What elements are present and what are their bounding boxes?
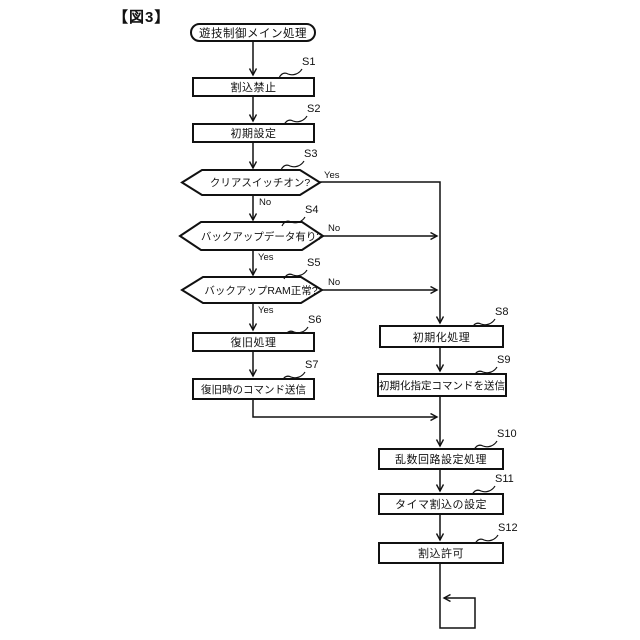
process-box-s2: 初期設定 — [192, 123, 315, 143]
leader-s4 — [281, 216, 306, 227]
connector-s7-merge — [252, 400, 437, 417]
step-tag-s5: S5 — [307, 257, 321, 269]
leader-s1 — [278, 68, 303, 79]
process-box-s8: 初期化処理 — [379, 325, 504, 348]
step-tag-s6: S6 — [308, 314, 322, 326]
process-box-s1: 割込禁止 — [192, 77, 315, 97]
step-tag-s8: S8 — [495, 306, 509, 318]
process-box-s7: 復旧時のコマンド送信 — [192, 378, 315, 400]
process-box-s6: 復旧処理 — [192, 332, 315, 352]
step-tag-s9: S9 — [497, 354, 511, 366]
decision-label-s4: バックアップデータ有り? — [200, 230, 323, 243]
figure-label: 【図3】 — [113, 9, 171, 26]
leader-s5 — [283, 269, 308, 280]
process-box-s12: 割込許可 — [378, 542, 504, 564]
leader-s2 — [283, 115, 308, 126]
connector-endless-loop — [439, 564, 476, 629]
decision-shape-s4 — [178, 221, 325, 251]
step-tag-s4: S4 — [305, 204, 319, 216]
step-tag-s3: S3 — [304, 148, 318, 160]
decision-label-s5: バックアップRAM正常? — [204, 284, 318, 297]
branch-label-s4-no: No — [327, 223, 342, 234]
process-box-s11: タイマ割込の設定 — [378, 493, 504, 515]
leader-s10 — [473, 440, 498, 451]
decision-shape-s3 — [180, 169, 322, 196]
step-tag-s7: S7 — [305, 359, 319, 371]
process-box-s9: 初期化指定コマンドを送信 — [377, 373, 507, 397]
step-tag-s10: S10 — [497, 428, 517, 440]
branch-label-s4-yes: Yes — [257, 252, 275, 263]
decision-shape-s5 — [180, 276, 324, 304]
branch-label-s3-no: No — [258, 197, 273, 208]
leader-s12 — [474, 534, 499, 545]
step-tag-s2: S2 — [307, 103, 321, 115]
branch-label-s3-yes: Yes — [323, 170, 341, 181]
branch-label-s5-no: No — [327, 277, 342, 288]
step-tag-s12: S12 — [498, 522, 518, 534]
branch-label-s5-yes: Yes — [257, 305, 275, 316]
step-tag-s11: S11 — [495, 473, 514, 485]
process-box-s10: 乱数回路設定処理 — [378, 448, 504, 470]
leader-s11 — [471, 485, 496, 496]
start-terminal: 遊技制御メイン処理 — [190, 23, 316, 42]
decision-label-s3: クリアスイッチオン? — [209, 177, 311, 189]
step-tag-s1: S1 — [302, 56, 316, 68]
connector-s3-yes-right — [320, 181, 440, 323]
leader-s3 — [280, 160, 305, 171]
